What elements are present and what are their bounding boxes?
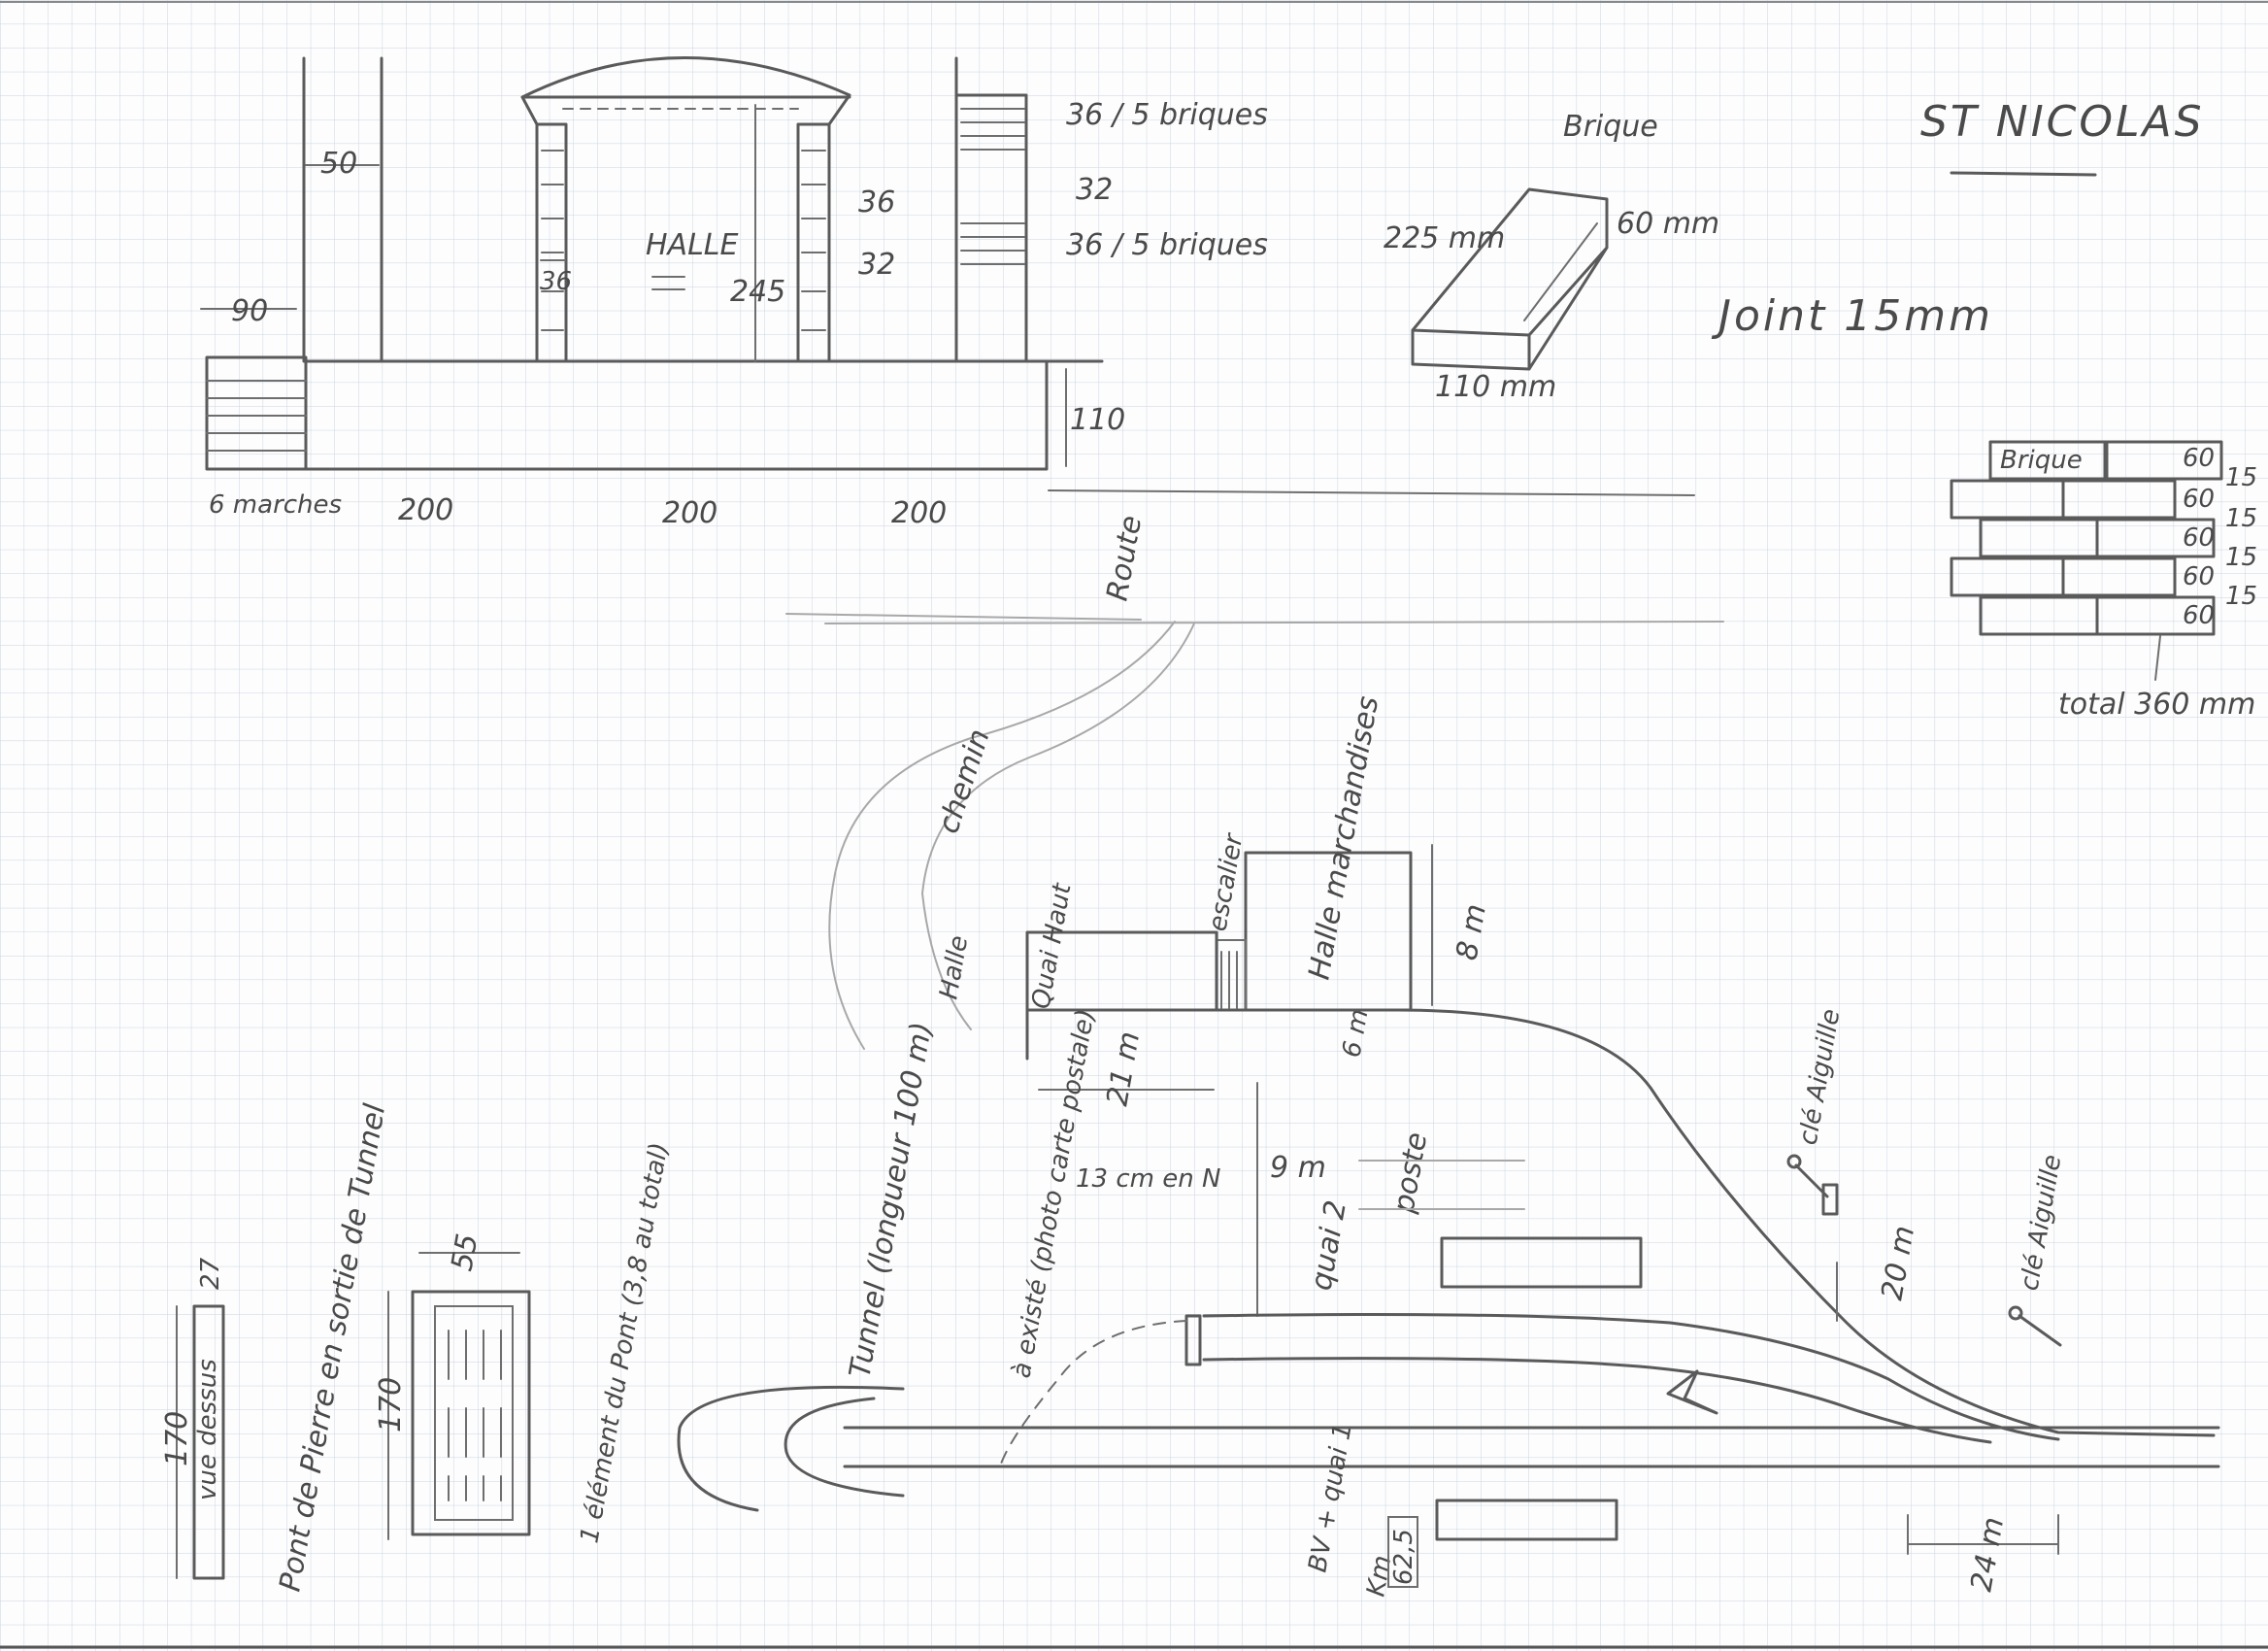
bridge-dim-170: 170 <box>374 1377 408 1432</box>
brick-width: 110 mm <box>1435 370 1556 404</box>
dim-left-offset: 90 <box>231 294 268 328</box>
brick-detail: Brique 225 mm 60 mm 110 mm Joint 15mm <box>1384 110 1993 404</box>
stack-joint-4: 15 <box>2225 582 2257 611</box>
dim-gap: 50 <box>320 147 357 181</box>
dim-span-3: 200 <box>891 496 947 530</box>
brick-course-32b: 32 <box>858 248 895 282</box>
km-label: Km <box>1361 1553 1397 1599</box>
halle-elevation: HALLE 90 50 36 245 110 200 200 200 6 mar… <box>200 56 1695 530</box>
stack-joint-3: 15 <box>2225 543 2257 572</box>
dim-9m: 9 m <box>1270 1151 1326 1185</box>
bridge-dim-170b: 170 <box>160 1411 194 1466</box>
brick-length: 225 mm <box>1384 221 1505 255</box>
km-value: 62,5 <box>1389 1529 1418 1585</box>
page-title: ST NICOLAS <box>1920 97 2205 147</box>
stack-course-4: 60 <box>2183 562 2215 591</box>
stack-course-1: 60 <box>2183 444 2215 473</box>
brick-note-bottom: 36 / 5 briques <box>1066 228 1268 262</box>
dim-span-2: 200 <box>662 496 717 530</box>
bridge-vue-label: vue dessus <box>193 1359 222 1500</box>
dim-span-1: 200 <box>398 493 453 527</box>
dim-pillar-width: 36 <box>540 267 572 296</box>
halle-label: HALLE <box>646 228 739 262</box>
stack-course-2: 60 <box>2183 485 2215 514</box>
bridge-dim-55: 55 <box>445 1231 484 1274</box>
stack-course-3: 60 <box>2183 523 2215 553</box>
stack-joint-2: 15 <box>2225 504 2257 533</box>
stack-course-5: 60 <box>2183 601 2215 630</box>
dim-height-245: 245 <box>730 275 785 309</box>
stack-joint-1: 15 <box>2225 463 2257 492</box>
steps-label: 6 marches <box>209 490 342 520</box>
brick-course-36: 36 <box>858 185 895 219</box>
brick-note-top: 36 / 5 briques <box>1066 98 1268 132</box>
brick-height: 60 mm <box>1617 207 1719 241</box>
stack-total: total 360 mm <box>2058 688 2255 722</box>
dim-base-height: 110 <box>1070 403 1125 437</box>
brick-label: Brique <box>1563 110 1658 144</box>
stack-brick-label: Brique <box>2000 446 2083 475</box>
title-block: ST NICOLAS <box>1920 97 2205 177</box>
joint-label: Joint 15mm <box>1711 291 1993 341</box>
brick-course-32a: 32 <box>1076 173 1113 207</box>
dim-13cm: 13 cm en N <box>1076 1164 1220 1194</box>
brick-stack: Brique 60 60 60 60 60 15 15 15 15 total … <box>1950 440 2257 722</box>
bridge-dim-27: 27 <box>196 1257 225 1290</box>
